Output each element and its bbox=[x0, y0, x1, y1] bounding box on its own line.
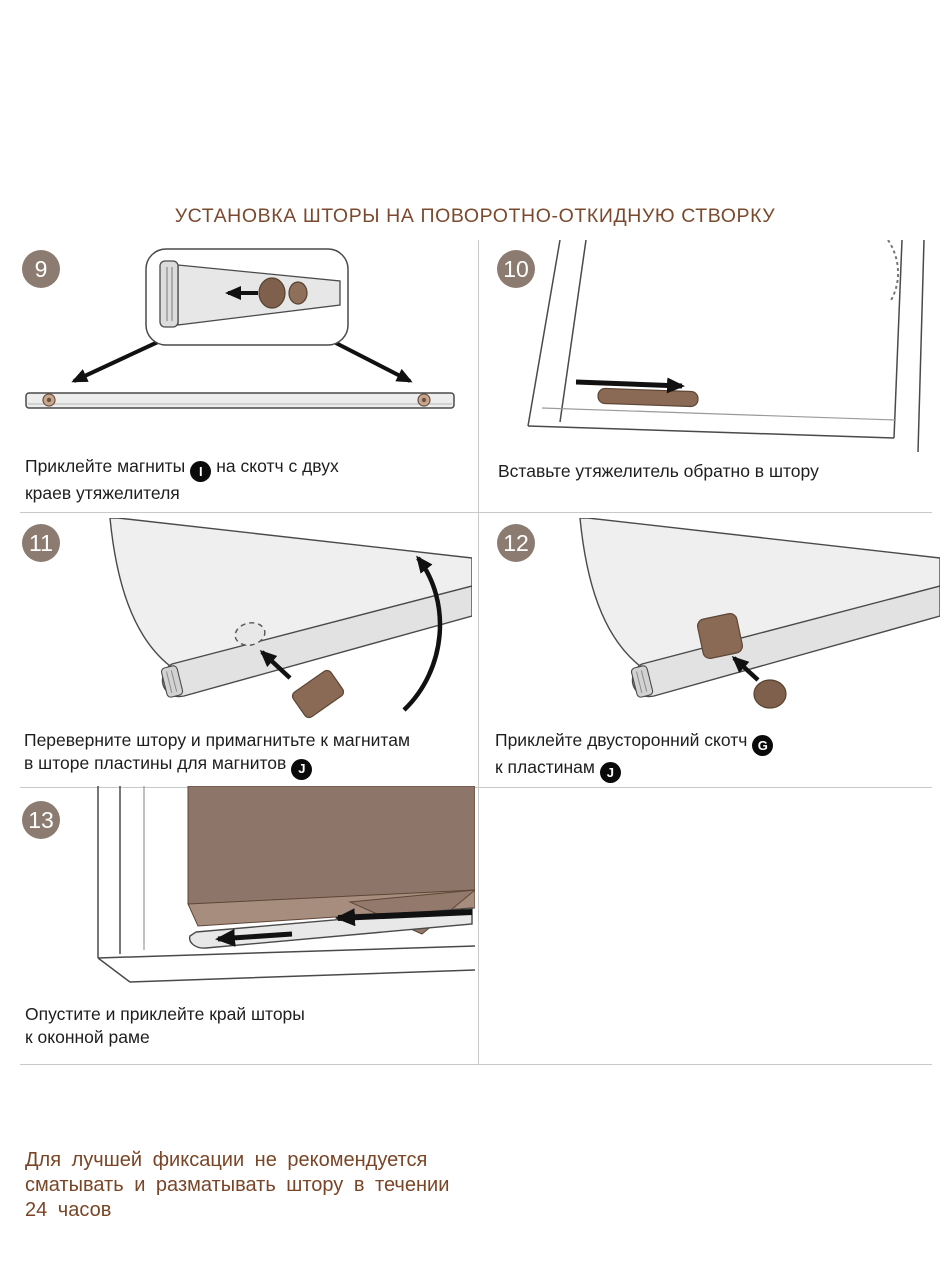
curtain-bottom bbox=[109, 518, 472, 698]
arrow-icon bbox=[215, 928, 293, 947]
step-9-illustration bbox=[25, 248, 455, 409]
curtain-panel bbox=[187, 786, 475, 949]
caption-text: Вставьте утяжелитель обратно в штору bbox=[498, 461, 819, 481]
part-j-badge: J bbox=[599, 762, 621, 784]
step-11-illustration bbox=[109, 518, 472, 719]
step-13-number-badge: 13 bbox=[22, 801, 60, 839]
step-9-number-badge: 9 bbox=[22, 250, 60, 288]
step-12-number-badge: 12 bbox=[497, 524, 535, 562]
arrow-icon bbox=[575, 377, 685, 394]
weight-bar bbox=[25, 392, 455, 409]
end-cap bbox=[630, 665, 654, 698]
part-i-badge: I bbox=[190, 461, 212, 483]
horizontal-divider-1 bbox=[20, 512, 932, 513]
magnet-plate bbox=[291, 669, 345, 719]
weight-insert bbox=[597, 387, 699, 408]
caption-text: Приклейте магниты bbox=[25, 456, 186, 476]
caption-text: Опустите и приклейте край шторы к оконно… bbox=[25, 1004, 305, 1048]
curtain-bottom bbox=[579, 518, 940, 698]
footer-note: Для лучшей фиксации не рекомендуется сма… bbox=[25, 1149, 450, 1221]
step-11-caption: Переверните штору и примагнитьте к магни… bbox=[24, 729, 472, 780]
arrow-icon bbox=[331, 339, 413, 383]
magnet-position-dashed bbox=[234, 622, 266, 646]
flip-arrow-icon bbox=[402, 555, 443, 712]
step-13-caption: Опустите и приклейте край шторы к оконно… bbox=[25, 1003, 455, 1050]
window-frame bbox=[97, 786, 475, 983]
vertical-divider bbox=[478, 240, 479, 1064]
arrow-icon bbox=[731, 655, 760, 682]
chain-icon bbox=[887, 240, 900, 303]
step-11-number-badge: 11 bbox=[22, 524, 60, 562]
caption-text: на скотч с двух краев утяжелителя bbox=[25, 456, 339, 504]
horizontal-divider-3 bbox=[20, 1064, 932, 1065]
horizontal-divider-2 bbox=[20, 787, 932, 788]
window-sash bbox=[527, 240, 925, 453]
magnet-disc bbox=[288, 281, 308, 305]
part-j-badge: J bbox=[291, 758, 313, 780]
step-13-illustration bbox=[97, 786, 475, 983]
step-10-number-badge: 10 bbox=[497, 250, 535, 288]
magnet-disc bbox=[258, 277, 286, 309]
arrow-icon bbox=[335, 908, 473, 927]
arrow-icon bbox=[71, 339, 161, 383]
page-title: УСТАНОВКА ШТОРЫ НА ПОВОРОТНО-ОТКИДНУЮ СТ… bbox=[174, 205, 776, 227]
step-10-illustration bbox=[527, 240, 925, 453]
arrow-icon bbox=[259, 649, 292, 680]
zoom-bubble bbox=[145, 248, 349, 346]
part-g-badge: G bbox=[752, 735, 774, 757]
tape-disc bbox=[753, 679, 787, 709]
caption-text: к пластинам bbox=[495, 757, 595, 778]
step-12-illustration bbox=[579, 518, 940, 709]
caption-text: Приклейте двусторонний скотч bbox=[495, 730, 748, 750]
end-cap bbox=[160, 665, 184, 698]
tape-plate bbox=[696, 612, 744, 660]
step-10-caption: Вставьте утяжелитель обратно в штору bbox=[498, 460, 928, 483]
caption-text: Переверните штору и примагнитьте к магни… bbox=[24, 730, 411, 774]
